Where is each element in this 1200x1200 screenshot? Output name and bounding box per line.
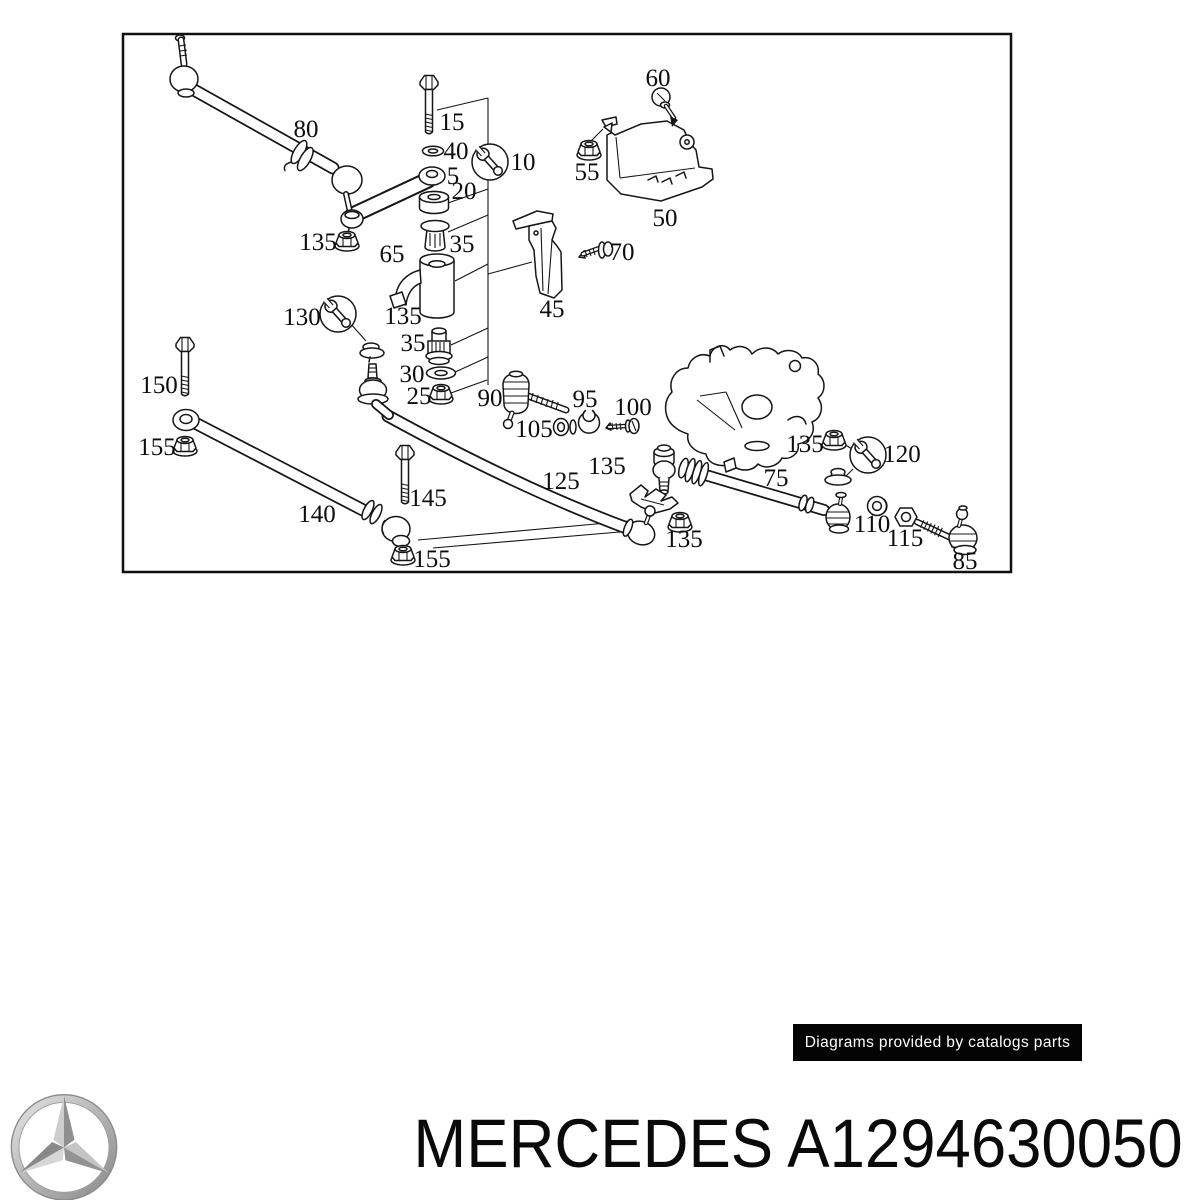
part-number-label: 55 [575, 159, 600, 186]
pitman-arm-assembly [629, 444, 693, 533]
bracket-45 [512, 210, 563, 299]
part-number-label: 40 [444, 138, 469, 165]
part-number-label: 80 [294, 116, 319, 143]
diagram-frame [121, 32, 1013, 574]
part-number-label: 155 [413, 546, 451, 573]
part-number-label: 20 [452, 178, 477, 205]
idler-arm [334, 166, 446, 252]
part-number-label: 155 [138, 434, 176, 461]
part-number-label: 90 [478, 385, 503, 412]
part-number-label: 100 [614, 394, 652, 421]
part-number-label: 110 [854, 511, 891, 538]
nut-55 [576, 139, 602, 161]
part-number-label: 75 [764, 465, 789, 492]
part-number-label: 45 [540, 296, 565, 323]
page-title: MERCEDES A1294630050 [413, 1105, 1183, 1182]
part-number-label: 135 [786, 431, 824, 458]
tie-rod-end-90 [502, 370, 570, 430]
part-number-label: 140 [298, 501, 336, 528]
part-number-label: 115 [887, 525, 924, 552]
gear-mount-parts [821, 429, 852, 486]
right-tie-rod-end [866, 495, 978, 556]
screw-60 [651, 87, 678, 127]
part-number-label: 35 [401, 330, 426, 357]
steering-gear-box [664, 345, 825, 473]
part-number-label: 125 [542, 468, 580, 495]
part-number-label: 145 [409, 485, 447, 512]
part-number-label: 105 [515, 416, 553, 443]
part-number-label: 120 [883, 441, 921, 468]
part-number-label: 25 [407, 383, 432, 410]
drag-link-75 [677, 457, 851, 534]
part-number-label: 135 [384, 303, 422, 330]
part-number-label: 15 [440, 109, 465, 136]
part-number-label: 150 [140, 372, 178, 399]
drag-link-80 [169, 34, 363, 195]
idler-bracket-65 [389, 253, 455, 319]
part-number-label: 135 [299, 229, 337, 256]
part-number-label: 65 [380, 241, 405, 268]
part-number-label: 30 [400, 361, 425, 388]
part-number-label: 135 [588, 453, 626, 480]
part-number-label: 95 [573, 386, 598, 413]
left-tie-rod-140 [172, 336, 416, 566]
shield-bracket-50 [601, 116, 714, 202]
idler-hardware-stack [418, 74, 457, 405]
part-number-label: 85 [953, 548, 978, 575]
part-number-label: 60 [646, 65, 671, 92]
part-number-label: 5 [447, 163, 460, 190]
mercedes-logo-icon [10, 1094, 118, 1200]
screw-70 [578, 241, 614, 259]
mount-hardware [552, 409, 640, 437]
watermark-badge: Diagrams provided by catalogs parts [793, 1024, 1082, 1061]
center-link-125 [357, 342, 656, 546]
part-number-label: 10 [511, 149, 536, 176]
part-number-label: 70 [610, 239, 635, 266]
part-number-label: 50 [653, 205, 678, 232]
part-number-label: 35 [450, 231, 475, 258]
part-number-label: 135 [665, 526, 703, 553]
part-number-label: 130 [283, 304, 321, 331]
